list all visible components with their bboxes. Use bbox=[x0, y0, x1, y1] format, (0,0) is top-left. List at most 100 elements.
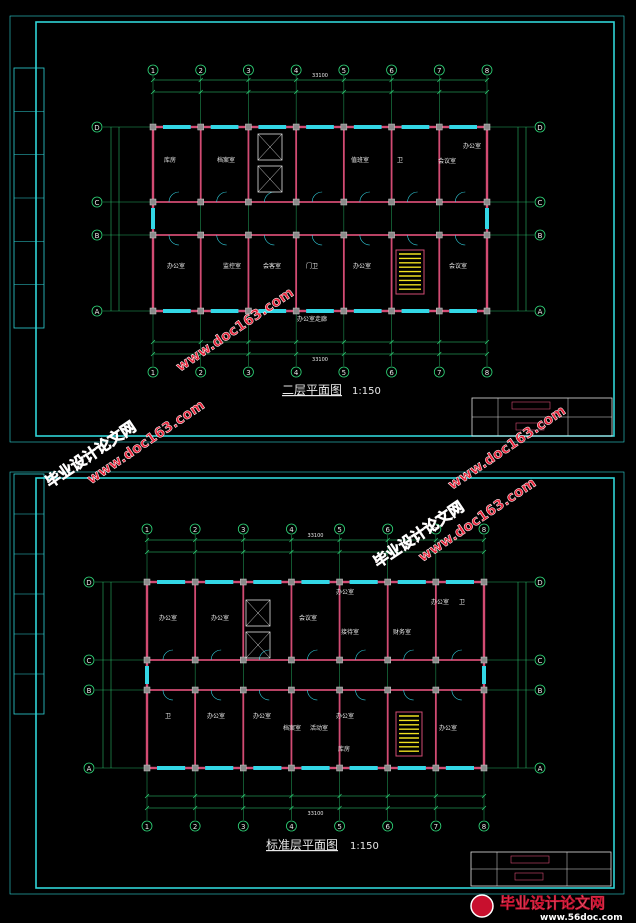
door-swing bbox=[216, 234, 227, 246]
structural-column bbox=[292, 123, 300, 131]
dimension-tick bbox=[385, 549, 390, 555]
door-swing bbox=[403, 649, 414, 661]
axis-bubble-bottom bbox=[478, 820, 490, 832]
door-swing bbox=[454, 191, 466, 203]
structural-column bbox=[384, 578, 391, 586]
dimension-tick bbox=[246, 351, 251, 357]
structural-column bbox=[340, 123, 348, 131]
axis-bubble-bottom bbox=[147, 366, 159, 378]
axis-label-right: A bbox=[538, 308, 543, 316]
title-block-cell bbox=[515, 422, 545, 431]
window-south bbox=[163, 309, 191, 313]
exterior-wall bbox=[145, 580, 486, 770]
structural-column bbox=[240, 686, 247, 694]
dimension-tick bbox=[150, 351, 156, 357]
plan-scale-second-floor: 1:150 bbox=[352, 386, 381, 397]
axis-label-top: 6 bbox=[389, 67, 394, 75]
structural-column bbox=[191, 764, 199, 772]
structural-column bbox=[336, 578, 343, 586]
axis-label-left: B bbox=[95, 232, 100, 240]
door-swing bbox=[311, 191, 323, 203]
axis-bubble-top bbox=[141, 523, 153, 535]
axis-bubble-right bbox=[534, 229, 546, 241]
room-label: 办公室 bbox=[207, 712, 225, 720]
door-swing bbox=[454, 234, 466, 246]
structural-column bbox=[388, 198, 395, 206]
structural-column bbox=[436, 198, 443, 206]
room-label: 卫 bbox=[397, 157, 403, 164]
watermark-site-url-4: www.doc163.com bbox=[445, 403, 569, 494]
door-swing bbox=[307, 649, 318, 661]
axis-bubble-top bbox=[481, 64, 493, 76]
footer-brand: 毕业设计论文网 www.56doc.com bbox=[470, 894, 623, 923]
axis-bubble-top bbox=[290, 64, 302, 76]
axis-label-right: C bbox=[538, 199, 543, 207]
room-label: 办公室 bbox=[211, 614, 229, 622]
window-south bbox=[210, 309, 239, 313]
elevator-shaft bbox=[245, 599, 271, 627]
structural-column bbox=[288, 578, 295, 586]
dimension-tick bbox=[192, 805, 198, 811]
watermark-site-url-2: www.doc163.com bbox=[173, 285, 297, 376]
elevator-shaft bbox=[257, 165, 283, 193]
room-label: 办公室 bbox=[336, 588, 354, 596]
axis-bubble-top bbox=[286, 523, 297, 535]
axis-label-left: B bbox=[87, 687, 92, 695]
window-south bbox=[157, 766, 186, 770]
elevator-shaft bbox=[257, 133, 283, 161]
axis-bubble-top bbox=[147, 64, 159, 76]
window-south bbox=[397, 766, 426, 770]
axis-bubble-top bbox=[243, 64, 254, 76]
axis-bubble-top bbox=[433, 64, 445, 76]
overall-dimension-top: 33100 bbox=[312, 73, 328, 79]
structural-column bbox=[384, 686, 391, 694]
sheet-outer-border bbox=[9, 471, 625, 895]
dimension-tick bbox=[341, 89, 347, 95]
structural-column bbox=[436, 231, 443, 239]
axis-label-right: D bbox=[537, 124, 542, 132]
dimension-tick bbox=[198, 77, 203, 83]
dimension-tick bbox=[337, 793, 342, 799]
door-swing bbox=[407, 191, 418, 203]
axis-bubble-left bbox=[83, 762, 95, 774]
window-south bbox=[253, 766, 282, 770]
room-label: 会客室 bbox=[263, 262, 281, 270]
window-east bbox=[482, 666, 486, 684]
structural-column bbox=[483, 307, 491, 315]
structural-column bbox=[480, 578, 488, 586]
room-label: 办公室 bbox=[463, 142, 481, 150]
door-swing bbox=[258, 689, 270, 701]
dimension-tick bbox=[144, 537, 150, 543]
dimension-tick bbox=[289, 549, 294, 555]
dimension-tick bbox=[293, 89, 299, 95]
axis-label-top: 5 bbox=[342, 67, 346, 75]
title-block-cell bbox=[514, 872, 544, 881]
structural-column bbox=[197, 123, 204, 131]
door-swing bbox=[162, 689, 174, 701]
room-label: 会议室 bbox=[299, 614, 317, 622]
axis-label-left: D bbox=[94, 124, 99, 132]
axis-label-left: A bbox=[87, 765, 92, 773]
dimension-tick bbox=[289, 805, 294, 811]
door-swing bbox=[407, 234, 418, 246]
overall-dimension-bottom: 33100 bbox=[312, 357, 328, 363]
window-south bbox=[445, 766, 474, 770]
stair-enclosure bbox=[395, 711, 423, 757]
door-swing bbox=[258, 649, 270, 661]
axis-bubble-bottom bbox=[286, 820, 297, 832]
door-swing bbox=[264, 234, 275, 246]
axis-label-bottom: 4 bbox=[289, 823, 294, 831]
annotation-label: 办公室走廊 bbox=[297, 315, 327, 323]
window-south bbox=[258, 309, 287, 313]
structural-column bbox=[388, 307, 395, 315]
structural-column bbox=[480, 686, 488, 694]
axis-label-left: C bbox=[95, 199, 100, 207]
axis-bubble-bottom bbox=[141, 820, 153, 832]
door-swing bbox=[307, 689, 318, 701]
structural-column bbox=[288, 764, 295, 772]
dimension-tick bbox=[433, 549, 439, 555]
structural-column bbox=[240, 656, 247, 664]
axis-label-top: 2 bbox=[198, 67, 202, 75]
axis-label-top: 7 bbox=[437, 67, 441, 75]
